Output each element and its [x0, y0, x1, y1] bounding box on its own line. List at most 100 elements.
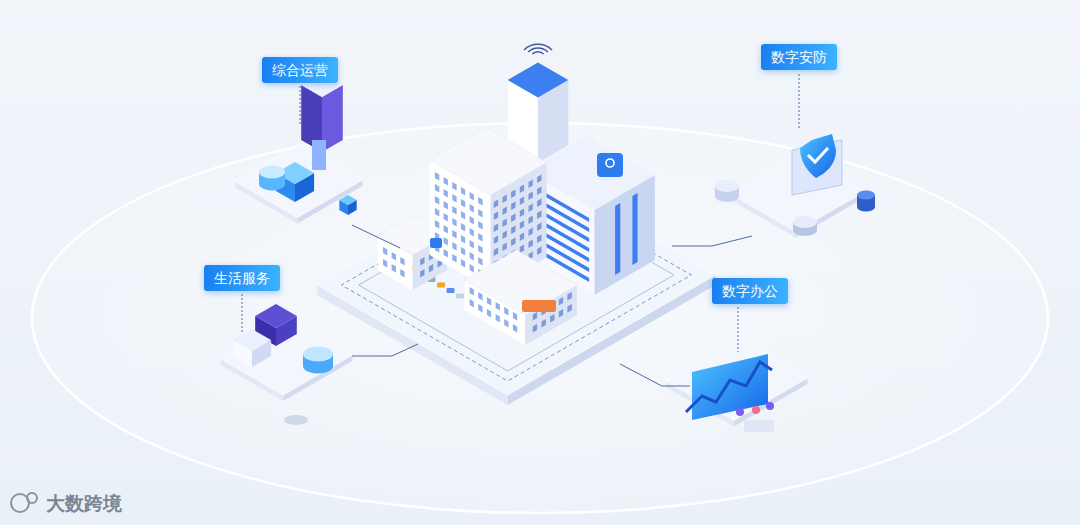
window — [537, 187, 541, 196]
window — [504, 307, 508, 316]
tag-text: 数字办公 — [722, 283, 778, 299]
window — [496, 314, 500, 323]
window — [435, 196, 439, 205]
wifi-icon — [524, 44, 552, 50]
window — [487, 297, 491, 306]
tag-badge — [522, 300, 556, 312]
cylinder — [857, 191, 875, 212]
coin-stack — [284, 415, 308, 425]
window — [494, 200, 498, 209]
cylinder — [715, 180, 739, 202]
window — [461, 223, 465, 232]
window — [452, 218, 456, 227]
window — [444, 201, 448, 210]
window — [529, 204, 533, 213]
window — [542, 319, 546, 328]
window — [420, 257, 424, 266]
leader-line — [738, 307, 739, 352]
window — [429, 264, 433, 273]
window — [529, 180, 533, 189]
window — [559, 309, 563, 318]
pin-icon — [606, 159, 614, 167]
window — [461, 235, 465, 244]
window — [537, 175, 541, 184]
link-line — [352, 344, 418, 356]
window — [435, 184, 439, 193]
cylinder — [793, 216, 817, 236]
window — [503, 207, 507, 216]
window — [470, 264, 474, 273]
window — [520, 221, 524, 230]
window — [400, 269, 404, 278]
window — [529, 228, 533, 237]
window — [494, 224, 498, 233]
window — [400, 257, 404, 266]
orbit-ellipse — [32, 123, 1048, 513]
label-tag: 生活服务 — [204, 265, 280, 291]
window — [452, 206, 456, 215]
window — [529, 216, 533, 225]
window — [452, 254, 456, 263]
window — [444, 237, 448, 246]
iso-block — [666, 339, 807, 427]
leader-line — [300, 86, 301, 125]
watermark-logo — [11, 493, 37, 512]
iso-block — [339, 195, 356, 215]
wifi-icon — [528, 48, 548, 52]
window — [511, 226, 515, 235]
window — [420, 269, 424, 278]
server-panel — [312, 140, 326, 170]
window — [435, 172, 439, 181]
window — [470, 216, 474, 225]
label-tag: 综合运营 — [262, 57, 338, 83]
window — [478, 233, 482, 242]
window — [452, 242, 456, 251]
window — [503, 195, 507, 204]
iso-block — [235, 144, 362, 224]
window — [444, 177, 448, 186]
window — [392, 252, 396, 261]
window — [383, 247, 387, 256]
window — [478, 209, 482, 218]
window — [537, 223, 541, 232]
window — [452, 194, 456, 203]
window — [496, 302, 500, 311]
window — [478, 292, 482, 301]
icon-dot — [752, 406, 760, 414]
car — [456, 294, 464, 299]
window — [470, 287, 474, 296]
window — [470, 240, 474, 249]
watermark: 大数跨境 — [46, 490, 122, 516]
cylinder — [303, 347, 333, 374]
window — [503, 243, 507, 252]
window — [452, 182, 456, 191]
window — [470, 299, 474, 308]
window — [511, 190, 515, 199]
window — [559, 297, 563, 306]
stripe — [615, 203, 620, 275]
link-line — [620, 364, 690, 386]
window — [520, 233, 524, 242]
window — [487, 309, 491, 318]
window — [503, 231, 507, 240]
window — [444, 213, 448, 222]
shield-icon — [800, 134, 836, 178]
scenes — [221, 73, 875, 432]
window — [478, 245, 482, 254]
leader-line — [799, 74, 800, 130]
window — [444, 225, 448, 234]
window — [511, 214, 515, 223]
window — [435, 208, 439, 217]
campus — [317, 44, 715, 405]
car — [437, 283, 445, 288]
iso-block — [464, 250, 577, 345]
window — [567, 292, 571, 301]
window — [520, 245, 524, 254]
window — [503, 219, 507, 228]
window — [513, 324, 517, 333]
label-tag: 数字办公 — [712, 278, 788, 304]
window — [461, 187, 465, 196]
window — [383, 259, 387, 268]
